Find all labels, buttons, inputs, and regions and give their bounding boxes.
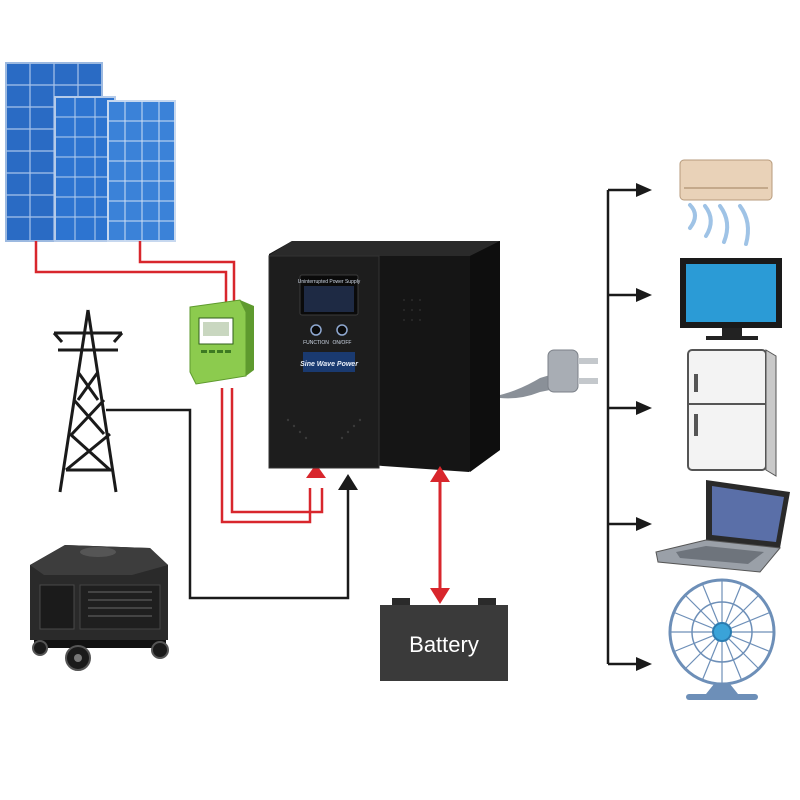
ups-function-label: FUNCTION <box>303 340 329 346</box>
ups-inverter: Uninterrupted Power Supply FUNCTION ON/O… <box>268 241 500 472</box>
battery-icon: Battery <box>380 598 508 681</box>
grid-input-arrow <box>338 474 358 490</box>
ups-panel-title: Uninterrupted Power Supply <box>298 279 361 285</box>
refrigerator-icon <box>687 349 777 477</box>
battery-label: Battery <box>409 632 479 657</box>
solar-input-arrow <box>306 464 326 478</box>
charge-controller-icon <box>189 299 254 385</box>
load-bus <box>606 188 640 666</box>
load-arrows <box>636 183 652 671</box>
generator-icon <box>30 545 169 671</box>
solar-wires <box>34 241 324 524</box>
fan-icon <box>668 578 776 700</box>
plug-icon <box>500 349 598 399</box>
grid-wires <box>106 408 350 600</box>
ups-onoff-label: ON/OFF <box>333 340 352 346</box>
television-icon <box>680 258 782 340</box>
laptop-icon <box>655 480 790 573</box>
ups-brand-label: Sine Wave Power <box>300 361 359 368</box>
ups-function-button <box>310 324 322 336</box>
ups-onoff-button <box>336 324 348 336</box>
solar-panels-icon <box>5 62 176 242</box>
battery-link-arrow <box>430 466 450 604</box>
air-conditioner-icon <box>679 159 773 246</box>
utility-tower-icon <box>52 309 124 493</box>
